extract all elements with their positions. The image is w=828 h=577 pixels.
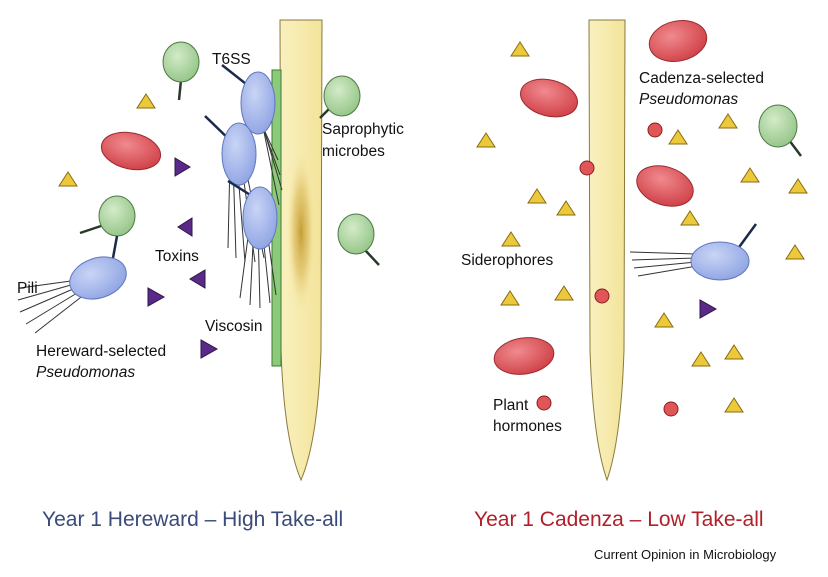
label-viscosin: Viscosin [205, 318, 262, 335]
label-microbes: microbes [322, 143, 385, 160]
toxin-marker [174, 157, 191, 177]
siderophore-marker [527, 188, 547, 204]
label-cadenza-selected: Cadenza-selected [639, 70, 764, 87]
take-all-pathogen [648, 20, 708, 62]
label-siderophores: Siderophores [461, 252, 553, 269]
root-attached-pseudomonas [204, 64, 283, 309]
siderophore-marker [691, 351, 711, 367]
label-cadenza-pseudomonas: Pseudomonas [639, 91, 738, 108]
caption-hereward: Year 1 Hereward – High Take-all [42, 508, 343, 531]
toxin-marker [189, 269, 206, 289]
siderophore-marker [680, 210, 700, 226]
saprophytic-microbe [79, 195, 136, 237]
root-cadenza-body [588, 19, 626, 482]
siderophore-marker [788, 178, 808, 194]
siderophore-marker [724, 344, 744, 360]
take-all-pathogen [100, 131, 162, 171]
toxin-marker [147, 287, 166, 307]
siderophore-marker [501, 231, 521, 247]
toxin-marker [200, 339, 219, 359]
siderophore-marker [476, 132, 496, 148]
label-pili: Pili [17, 280, 38, 297]
saprophytic-microbe [319, 75, 361, 119]
label-hereward-selected: Hereward-selected [36, 343, 166, 360]
siderophore-marker [785, 244, 805, 260]
label-toxins: Toxins [155, 248, 199, 265]
root-hereward-core [287, 152, 315, 312]
take-all-pathogen [636, 165, 694, 207]
plant-hormone-marker [663, 401, 679, 417]
plant-hormone-marker [594, 288, 610, 304]
label-plant: Plant [493, 397, 529, 414]
siderophore-marker [654, 312, 674, 328]
plant-hormone-marker [647, 122, 663, 138]
siderophore-marker [58, 171, 78, 187]
saprophytic-microbe [162, 41, 200, 101]
take-all-pathogen [493, 337, 555, 375]
siderophore-marker [554, 285, 574, 301]
siderophore-marker [136, 93, 156, 109]
label-saprophytic: Saprophytic [322, 121, 404, 138]
pseudomonas-with-pili [17, 256, 127, 334]
toxin-marker [177, 217, 193, 237]
root-hereward [279, 19, 323, 482]
plant-hormone-marker [536, 395, 552, 411]
siderophore-marker [668, 129, 688, 145]
siderophore-marker [740, 167, 760, 183]
siderophore-marker [724, 397, 744, 413]
label-t6ss: T6SS [212, 51, 251, 68]
plant-hormone-marker [579, 160, 595, 176]
caption-cadenza: Year 1 Cadenza – Low Take-all [474, 508, 764, 531]
siderophore-marker [500, 290, 520, 306]
saprophytic-microbe [758, 104, 802, 157]
take-all-pathogen [520, 78, 578, 118]
siderophore-marker [718, 113, 738, 129]
label-hormones: hormones [493, 418, 562, 435]
siderophore-marker [556, 200, 576, 216]
root-cadenza [588, 19, 626, 482]
source-credit: Current Opinion in Microbiology [594, 547, 777, 562]
saprophyte-attachment [111, 235, 119, 259]
pseudomonas-with-pili [629, 223, 758, 281]
toxin-marker [699, 299, 718, 319]
siderophore-marker [510, 41, 530, 57]
label-hereward-pseudomonas: Pseudomonas [36, 364, 135, 381]
siderophore-markers [476, 41, 808, 413]
saprophytic-microbe [337, 213, 380, 266]
